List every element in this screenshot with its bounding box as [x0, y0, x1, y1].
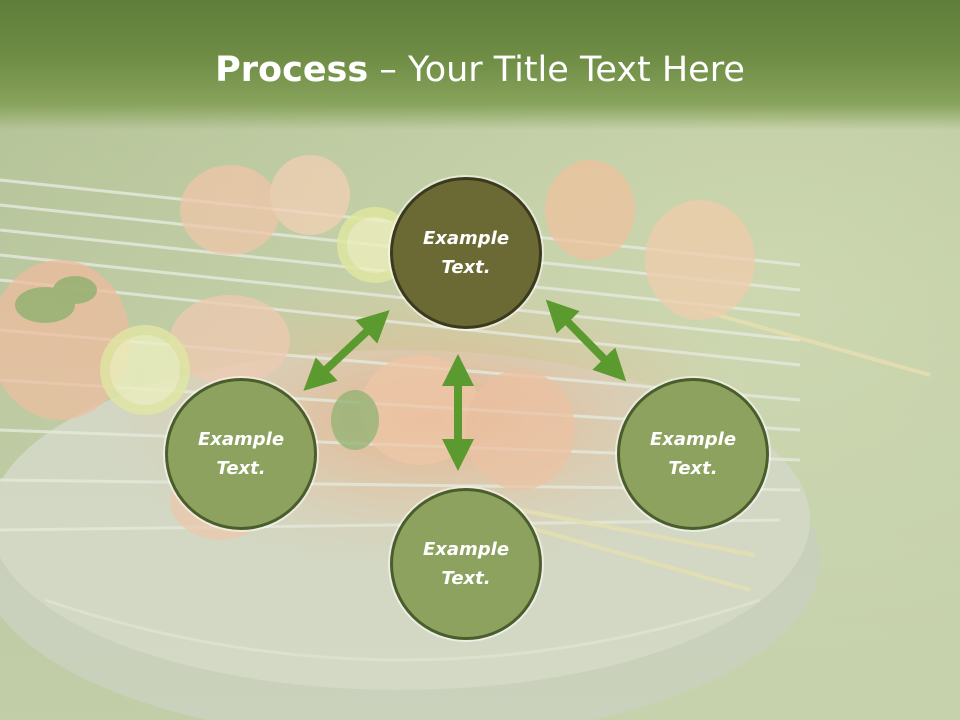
title-banner	[0, 0, 960, 130]
node-top-line2: Text.	[441, 257, 491, 278]
node-right-line1: Example	[649, 429, 737, 450]
title-bold: Process	[215, 50, 369, 90]
slide-title: Process – Your Title Text Here	[0, 50, 960, 90]
node-left-line1: Example	[197, 429, 285, 450]
node-bottom-line2: Text.	[441, 568, 491, 589]
title-rest: – Your Title Text Here	[368, 50, 745, 90]
arrow-top-right	[545, 299, 627, 382]
node-right-line2: Text.	[668, 458, 718, 479]
node-top-line1: Example	[422, 228, 510, 249]
node-left-line2: Text.	[216, 458, 266, 479]
node-bottom-line1: Example	[422, 539, 510, 560]
arrow-top-left	[303, 310, 390, 391]
